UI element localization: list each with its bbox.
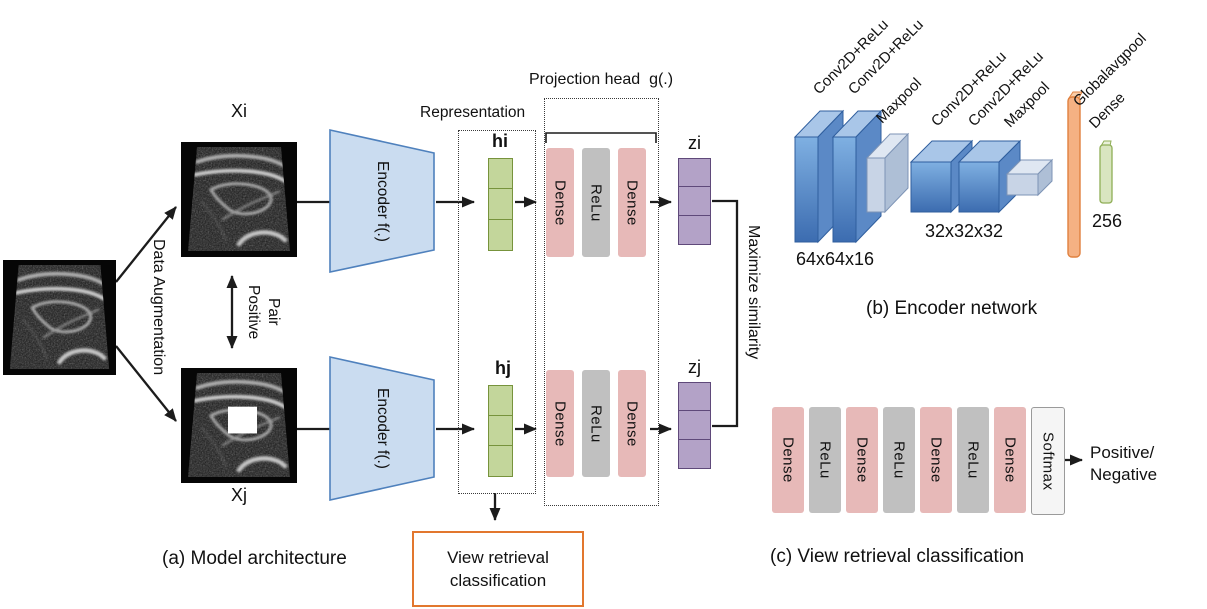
c-dense1: Dense xyxy=(772,407,804,513)
encoder-bottom: Encoder f(.) xyxy=(330,357,434,500)
cutout-augmentation-square xyxy=(228,406,257,434)
encoder-top-label: Encoder f(.) xyxy=(374,160,391,242)
c-relu1: ReLu xyxy=(809,407,841,513)
hj-label: hj xyxy=(495,358,511,378)
hj-vector xyxy=(488,385,513,477)
c-softmax-label: Softmax xyxy=(1039,431,1057,491)
source-ultrasound-image xyxy=(3,260,116,375)
positive-pair-line1: Positive xyxy=(245,284,262,340)
data-augmentation-label: Data Augmentation xyxy=(150,239,167,376)
representation-label: Representation xyxy=(420,104,526,121)
c-dense2-label: Dense xyxy=(853,437,871,483)
c-softmax: Softmax xyxy=(1031,407,1065,515)
encoder-bottom-label: Encoder f(.) xyxy=(374,388,391,469)
proj-top-dense2: Dense xyxy=(618,148,646,257)
hi-vector xyxy=(488,158,513,251)
hj-cell xyxy=(489,416,512,446)
projection-head-bracket xyxy=(545,132,657,143)
proj-bottom-dense2-label: Dense xyxy=(623,400,641,447)
xj-label: Xj xyxy=(230,485,247,505)
b-dim-64x64x16: 64x64x16 xyxy=(796,249,875,269)
zj-vector xyxy=(678,382,711,469)
zj-cell xyxy=(679,383,710,412)
c-dense3: Dense xyxy=(920,407,952,513)
encoder-top: Encoder f(.) xyxy=(330,130,434,272)
projection-head-dashed-box xyxy=(544,98,659,506)
proj-bottom-dense2: Dense xyxy=(618,370,646,477)
proj-top-relu-label: ReLu xyxy=(587,183,605,222)
hi-cell xyxy=(489,189,512,220)
arrow-source-to-xj xyxy=(115,345,177,422)
hi-cell xyxy=(489,220,512,250)
globalavgpool-bar xyxy=(1067,91,1083,258)
encoder-trapezoid-bottom xyxy=(329,356,435,501)
projection-head-label: Projection head g(.) xyxy=(529,71,674,88)
c-dense1-label: Dense xyxy=(779,437,797,483)
augmented-image-xj xyxy=(181,368,297,483)
zj-cell xyxy=(679,440,710,468)
b-dim-256: 256 xyxy=(1092,211,1123,231)
proj-top-relu: ReLu xyxy=(582,148,610,257)
c-output-line1: Positive/ xyxy=(1090,443,1155,462)
dense-bar xyxy=(1099,140,1113,204)
c-dense3-label: Dense xyxy=(927,437,945,483)
c-dense2: Dense xyxy=(846,407,878,513)
view-retrieval-box-line1: View retrieval xyxy=(447,548,549,567)
maxpool-box-1 xyxy=(865,132,910,214)
encoder-network-boxes xyxy=(793,91,1113,258)
zj-cell xyxy=(679,411,710,440)
similarity-bracket xyxy=(712,199,739,428)
c-relu3-label: ReLu xyxy=(964,441,982,479)
c-dense4: Dense xyxy=(994,407,1026,513)
proj-bottom-dense1-label: Dense xyxy=(551,400,569,447)
xi-label: Xi xyxy=(230,101,247,121)
hi-label: hi xyxy=(492,131,508,151)
positive-pair-label: Positive Pair xyxy=(244,271,282,353)
maximize-similarity-label: Maximize similarity xyxy=(745,225,762,360)
proj-bottom-relu-label: ReLu xyxy=(587,404,605,443)
zi-vector xyxy=(678,158,711,245)
c-output-line2: Negative xyxy=(1090,465,1158,484)
proj-top-dense2-label: Dense xyxy=(623,179,641,226)
c-output-text: Positive/ Negative xyxy=(1090,442,1157,486)
proj-top-dense1-label: Dense xyxy=(551,179,569,226)
encoder-trapezoid-top xyxy=(329,129,435,273)
zi-cell xyxy=(679,187,710,216)
zi-label: zi xyxy=(688,133,701,153)
proj-top-dense1: Dense xyxy=(546,148,574,257)
c-dense4-label: Dense xyxy=(1001,437,1019,483)
proj-bottom-dense1: Dense xyxy=(546,370,574,477)
representation-dashed-box xyxy=(458,130,536,494)
hj-cell xyxy=(489,446,512,476)
panel-b-caption: (b) Encoder network xyxy=(866,298,1038,319)
zj-label: zj xyxy=(688,357,701,377)
c-relu3: ReLu xyxy=(957,407,989,513)
c-relu1-label: ReLu xyxy=(816,441,834,479)
view-retrieval-box-line2: classification xyxy=(449,571,547,590)
c-relu2: ReLu xyxy=(883,407,915,513)
maxpool-box-2 xyxy=(1005,158,1054,197)
hi-cell xyxy=(489,159,512,190)
proj-bottom-relu: ReLu xyxy=(582,370,610,477)
augmented-image-xi xyxy=(181,142,297,257)
b-dim-32x32x32: 32x32x32 xyxy=(925,221,1004,241)
panel-c-caption: (c) View retrieval classification xyxy=(770,546,1025,567)
c-relu2-label: ReLu xyxy=(890,441,908,479)
positive-pair-line2: Pair xyxy=(265,298,282,326)
hj-cell xyxy=(489,386,512,416)
panel-a-caption: (a) Model architecture xyxy=(162,548,347,569)
zi-cell xyxy=(679,216,710,244)
arrows xyxy=(115,196,1083,521)
zi-cell xyxy=(679,159,710,188)
arrow-source-to-xi xyxy=(115,206,177,283)
view-retrieval-box: View retrieval classification xyxy=(412,531,584,607)
